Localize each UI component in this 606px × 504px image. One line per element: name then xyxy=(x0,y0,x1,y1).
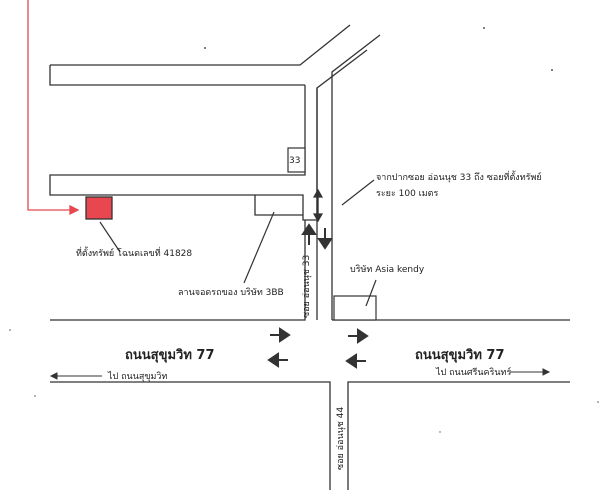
soi33-arrows xyxy=(301,223,333,250)
property-location-label: ที่ตั้งทรัพย์ โฉนดเลขที่ 41828 xyxy=(76,249,193,259)
road-arrows xyxy=(267,327,369,369)
road-network xyxy=(49,24,570,490)
property-marker xyxy=(85,196,113,220)
to-sukhumvit-label: ไป ถนนสุขุมวิท xyxy=(108,372,168,382)
road-label-right: ถนนสุขุมวิท 77 xyxy=(415,348,505,363)
soi-33-label: ซอย อ่อนนุช 33 xyxy=(302,254,312,318)
property-pointer-line xyxy=(27,0,80,216)
scan-specks xyxy=(9,27,599,433)
leader-lines xyxy=(99,179,377,307)
to-srinakarin-label: ไป ถนนศรีนครินทร์ xyxy=(436,368,512,378)
road-label-left: ถนนสุขุมวิท 77 xyxy=(125,348,215,363)
lot-33-box xyxy=(287,147,306,173)
distance-arrow xyxy=(312,188,324,223)
distance-note-line2: ระยะ 100 เมตร xyxy=(376,189,439,199)
direction-arrows xyxy=(49,368,551,380)
distance-note-line1: จากปากซอย อ่อนนุช 33 ถึง ซอยที่ตั้งทรัพย… xyxy=(376,173,542,183)
asia-kendy-label: บริษัท Asia kendy xyxy=(350,265,425,275)
asia-kendy-building xyxy=(333,295,377,321)
parking-lot-label: ลานจอดรถของ บริษัท 3BB xyxy=(178,288,284,298)
lot-number-label: 33 xyxy=(289,156,301,166)
soi-44-label: ซอย อ่อนนุช 44 xyxy=(336,406,346,470)
